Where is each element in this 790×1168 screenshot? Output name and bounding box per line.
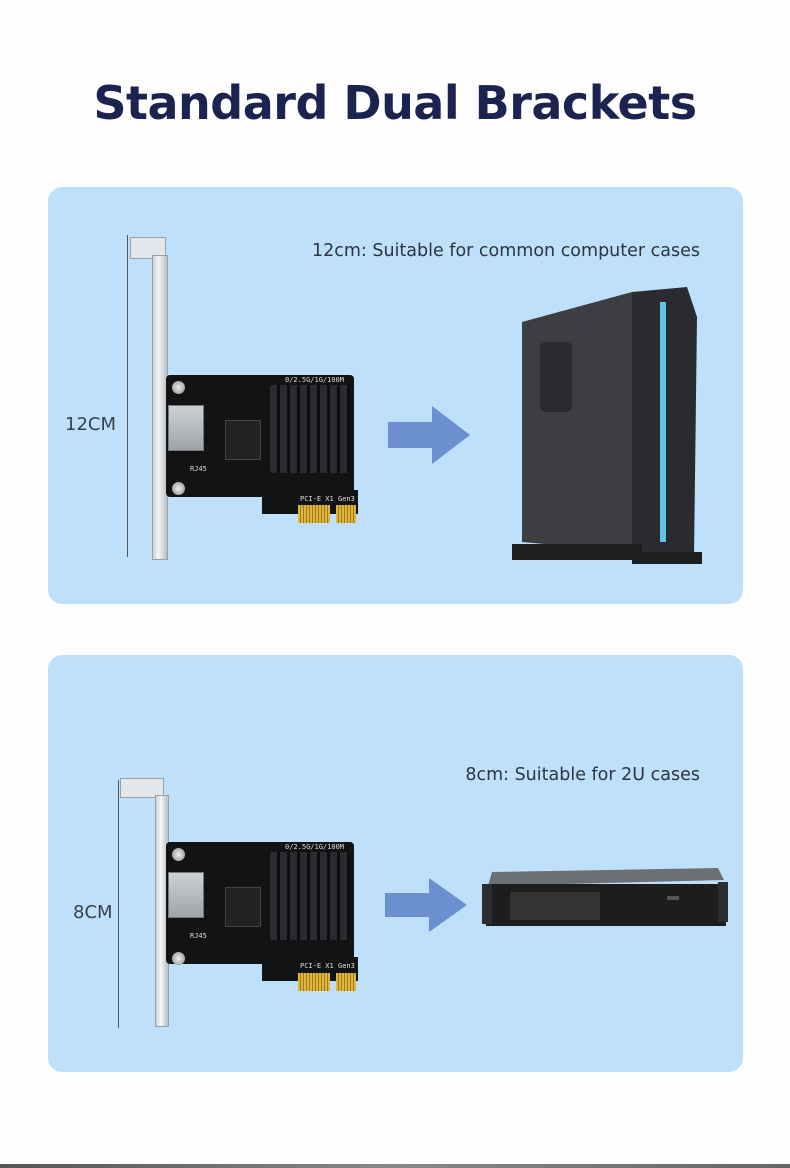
dimension-label: 8CM xyxy=(73,902,113,923)
caption-8cm: 8cm: Suitable for 2U cases xyxy=(465,765,700,785)
arrow-right-icon xyxy=(385,878,467,932)
page-title: Standard Dual Brackets xyxy=(93,76,697,130)
tower-pc-case xyxy=(512,287,702,564)
rack-server-2u-case xyxy=(482,868,728,926)
caption-12cm: 12cm: Suitable for common computer cases xyxy=(311,241,700,261)
dimension-label: 12CM xyxy=(65,414,117,435)
bottom-divider xyxy=(0,1164,790,1168)
panel-8cm xyxy=(48,655,743,1072)
arrow-right-icon xyxy=(388,406,470,464)
dimension-line xyxy=(118,780,119,1028)
dimension-line xyxy=(127,235,128,557)
